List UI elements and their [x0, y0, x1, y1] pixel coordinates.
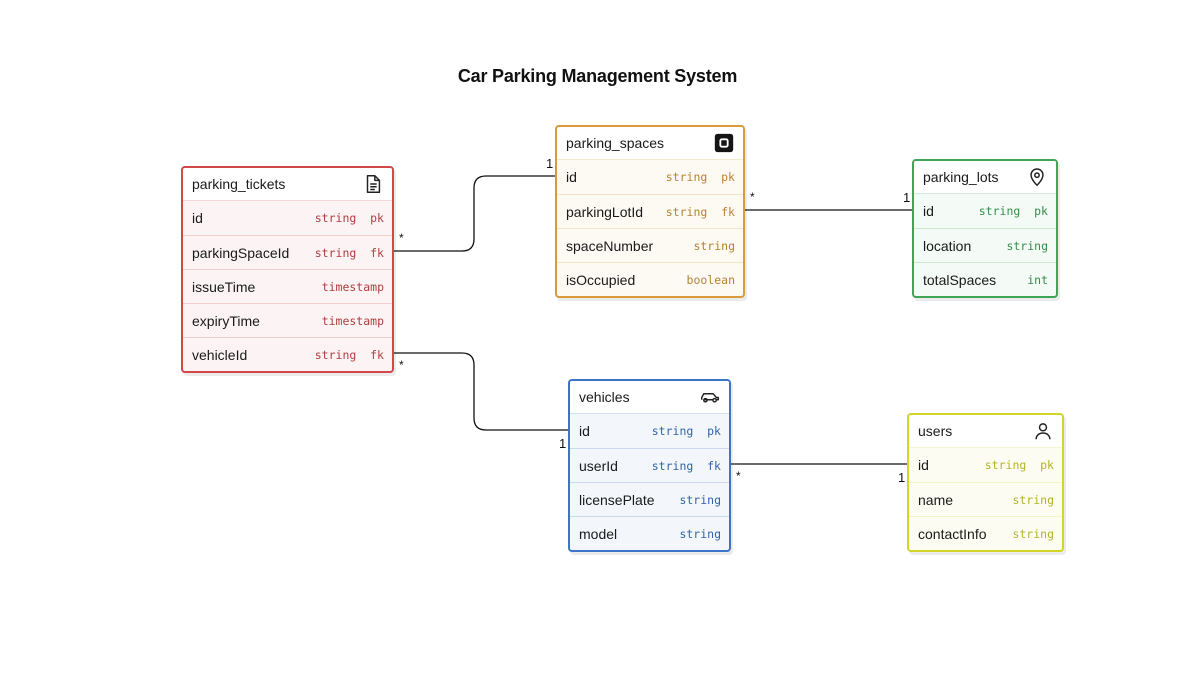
entity-name: parking_tickets: [192, 176, 286, 192]
cardinality-one: 1: [559, 436, 567, 451]
field-row[interactable]: licensePlate string: [570, 482, 729, 516]
field-name: totalSpaces: [923, 271, 997, 288]
field-row[interactable]: id string pk: [914, 194, 1056, 228]
cardinality-one: 1: [898, 470, 906, 485]
field-name: id: [923, 203, 934, 219]
entity-header: parking_lots: [914, 161, 1056, 194]
field-row[interactable]: isOccupied boolean: [557, 262, 743, 296]
field-row[interactable]: totalSpaces int: [914, 262, 1056, 296]
field-row[interactable]: parkingLotId string fk: [557, 194, 743, 228]
user-icon: [1032, 420, 1054, 442]
field-row[interactable]: contactInfo string: [909, 516, 1062, 550]
field-type: boolean: [686, 272, 735, 287]
field-name: id: [566, 169, 577, 185]
field-row[interactable]: vehicleId string fk: [183, 337, 392, 371]
field-type: string pk: [984, 458, 1054, 472]
field-row[interactable]: id string pk: [183, 201, 392, 235]
field-name: userId: [579, 457, 618, 474]
field-name: id: [918, 457, 929, 473]
field-name: location: [923, 237, 972, 254]
field-name: parkingLotId: [566, 203, 644, 220]
field-name: expiryTime: [192, 312, 260, 329]
field-name: vehicleId: [192, 346, 248, 363]
field-name: isOccupied: [566, 271, 636, 288]
cardinality-one: 1: [903, 190, 911, 205]
field-row[interactable]: issueTime timestamp: [183, 269, 392, 303]
field-row[interactable]: id string pk: [557, 160, 743, 194]
entity-vehicles[interactable]: vehicles id string pk userId string fk licens…: [568, 379, 731, 552]
entity-fields: id string pk location string totalSpaces int: [914, 194, 1056, 296]
cardinality-many: *: [399, 358, 404, 372]
car-icon: [699, 386, 721, 408]
field-row[interactable]: id string pk: [570, 414, 729, 448]
field-name: model: [579, 525, 618, 542]
field-type: string pk: [651, 424, 721, 438]
field-type: string: [1012, 492, 1054, 507]
field-name: id: [579, 423, 590, 439]
field-row[interactable]: name string: [909, 482, 1062, 516]
field-name: parkingSpaceId: [192, 244, 290, 261]
map-pin-icon: [1026, 166, 1048, 188]
entity-header: vehicles: [570, 381, 729, 414]
entity-header: parking_spaces: [557, 127, 743, 160]
relationship-line[interactable]: [390, 352, 572, 431]
field-name: id: [192, 210, 203, 226]
field-type: string fk: [314, 347, 384, 362]
field-type: string pk: [665, 170, 735, 184]
cardinality-many: *: [399, 231, 404, 245]
cardinality-many: *: [750, 190, 755, 204]
field-row[interactable]: parkingSpaceId string fk: [183, 235, 392, 269]
field-type: string: [1012, 526, 1054, 541]
field-type: string pk: [978, 204, 1048, 218]
field-row[interactable]: id string pk: [909, 448, 1062, 482]
cardinality-one: 1: [546, 156, 554, 171]
field-name: licensePlate: [579, 491, 655, 508]
field-type: timestamp: [321, 279, 384, 294]
field-type: string: [1006, 238, 1048, 253]
field-row[interactable]: model string: [570, 516, 729, 550]
document-icon: [362, 173, 384, 195]
field-name: name: [918, 491, 954, 508]
relationship-line[interactable]: [390, 175, 559, 252]
field-row[interactable]: location string: [914, 228, 1056, 262]
entity-fields: id string pk userId string fk licensePlate st…: [570, 414, 729, 550]
field-row[interactable]: spaceNumber string: [557, 228, 743, 262]
field-type: timestamp: [321, 313, 384, 328]
square-stop-icon: [713, 132, 735, 154]
field-row[interactable]: expiryTime timestamp: [183, 303, 392, 337]
cardinality-many: *: [736, 469, 741, 483]
entity-name: users: [918, 423, 953, 439]
entity-fields: id string pk parkingLotId string fk spaceNum…: [557, 160, 743, 296]
field-name: contactInfo: [918, 525, 987, 542]
field-name: issueTime: [192, 278, 256, 295]
field-type: string: [679, 492, 721, 507]
field-type: string fk: [665, 204, 735, 219]
field-type: string: [693, 238, 735, 253]
entity-name: parking_spaces: [566, 135, 665, 151]
field-type: string: [679, 526, 721, 541]
entity-header: parking_tickets: [183, 168, 392, 201]
field-name: spaceNumber: [566, 237, 654, 254]
entity-fields: id string pk name string contactInfo string: [909, 448, 1062, 550]
field-type: string fk: [314, 245, 384, 260]
field-type: string fk: [651, 458, 721, 473]
field-row[interactable]: userId string fk: [570, 448, 729, 482]
entity-header: users: [909, 415, 1062, 448]
field-type: string pk: [314, 211, 384, 225]
entity-fields: id string pk parkingSpaceId string fk issueT…: [183, 201, 392, 371]
entity-name: parking_lots: [923, 169, 999, 185]
entity-users[interactable]: users id string pk name string contactInfo str…: [907, 413, 1064, 552]
field-type: int: [1027, 272, 1048, 287]
diagram-title: Car Parking Management System: [457, 66, 738, 86]
entity-name: vehicles: [579, 389, 630, 405]
